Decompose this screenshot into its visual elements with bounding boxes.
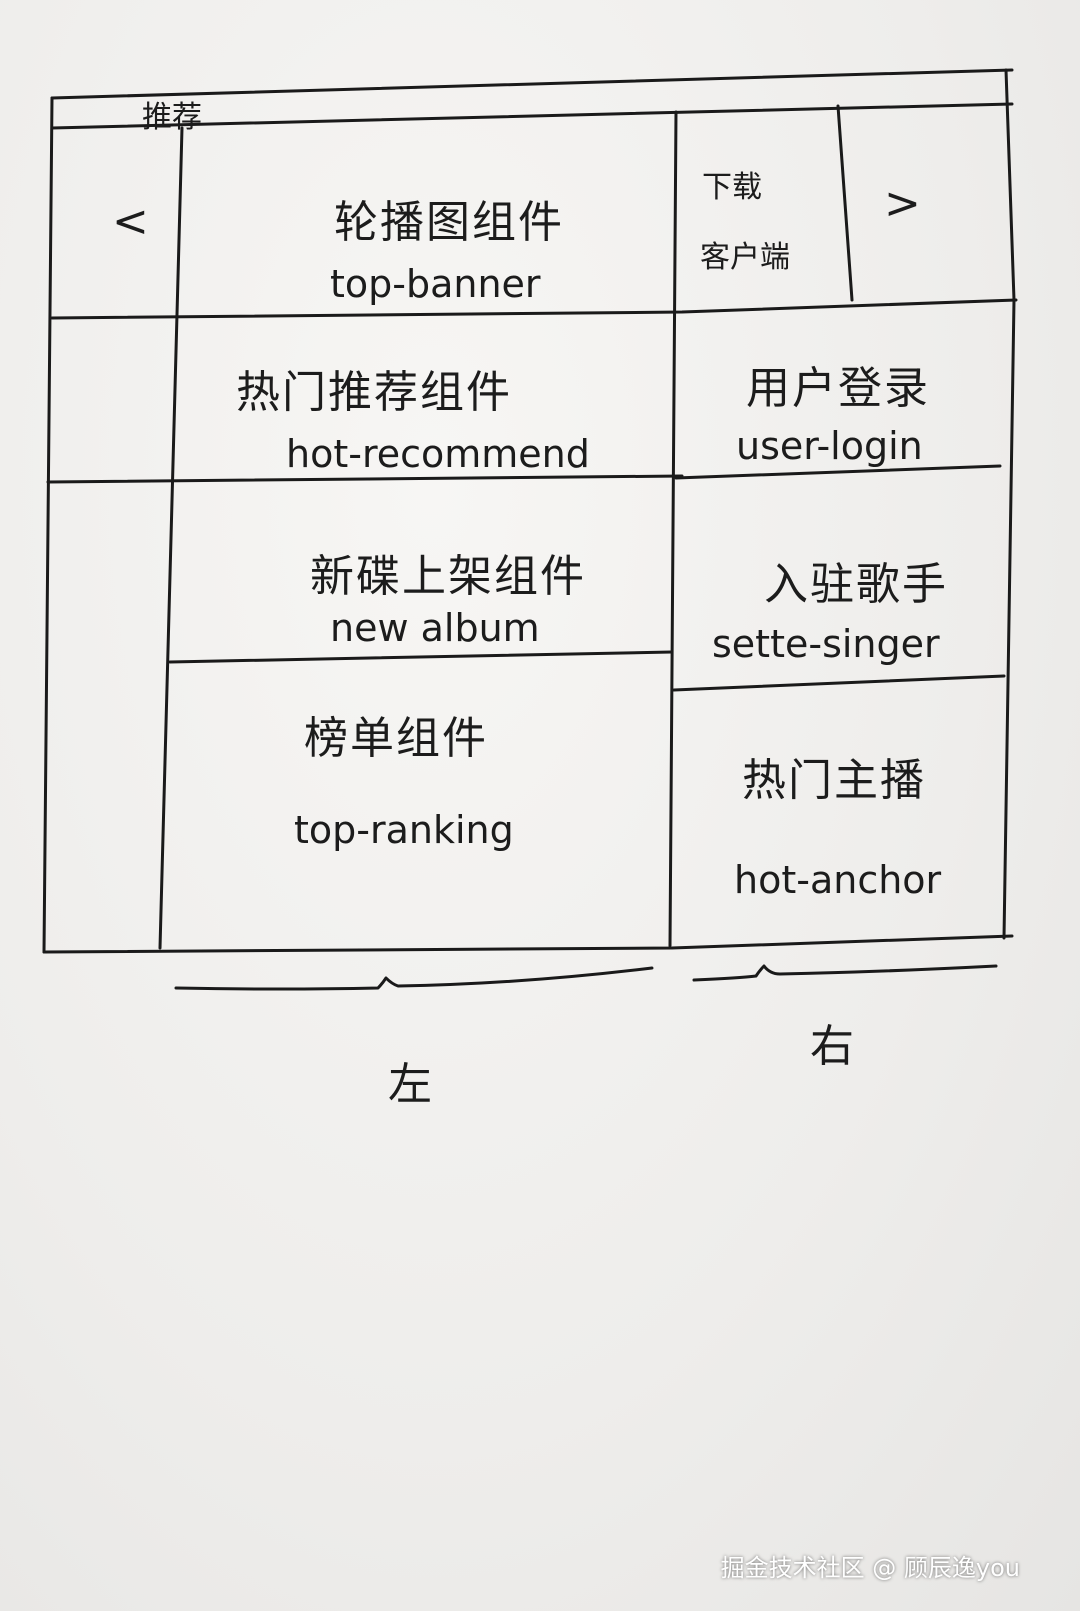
row-line-1 (50, 298, 1018, 320)
row-line-3-right (672, 674, 1006, 692)
hot-recommend-title: 热门推荐组件 (236, 367, 512, 418)
right-brace (692, 964, 998, 982)
top-ranking-id: top-ranking (294, 808, 514, 852)
banner-component-id: top-banner (330, 262, 541, 306)
row-line-2-right (674, 464, 1002, 480)
download-next-divider (836, 104, 854, 302)
left-column-caption: 左 (388, 1059, 434, 1110)
watermark-text: 掘金技术社区 @ 顾辰逸you (720, 1554, 1020, 1582)
settle-singer-title: 入驻歌手 (764, 559, 948, 610)
prev-arrow-icon[interactable]: < (112, 196, 149, 247)
new-album-title: 新碟上架组件 (310, 551, 586, 602)
hot-anchor-title: 热门主播 (742, 755, 926, 806)
banner-component-title: 轮播图组件 (334, 197, 564, 248)
recommend-header-label: 推荐 (142, 100, 202, 135)
frame-left-line (42, 96, 54, 954)
middle-right-divider (668, 110, 678, 948)
new-album-id: new album (330, 606, 540, 650)
next-arrow-icon[interactable]: > (884, 178, 921, 229)
frame-bottom-line (42, 934, 1014, 954)
download-client-line2[interactable]: 客户端 (700, 240, 790, 275)
user-login-id: user-login (736, 424, 923, 468)
frame-top-line (50, 68, 1014, 100)
row-line-3-middle (168, 650, 674, 664)
frame-header-line (50, 102, 1014, 130)
hot-anchor-id: hot-anchor (734, 858, 942, 902)
hot-recommend-id: hot-recommend (286, 432, 590, 476)
user-login-title: 用户登录 (746, 363, 930, 414)
download-client-line1[interactable]: 下载 (702, 170, 762, 205)
row-line-2 (46, 474, 684, 484)
left-brace (174, 966, 654, 991)
frame-right-line (1002, 68, 1016, 940)
settle-singer-id: sette-singer (712, 622, 940, 666)
right-column-caption: 右 (810, 1021, 856, 1072)
top-ranking-title: 榜单组件 (304, 713, 488, 764)
left-column-divider (158, 126, 184, 950)
